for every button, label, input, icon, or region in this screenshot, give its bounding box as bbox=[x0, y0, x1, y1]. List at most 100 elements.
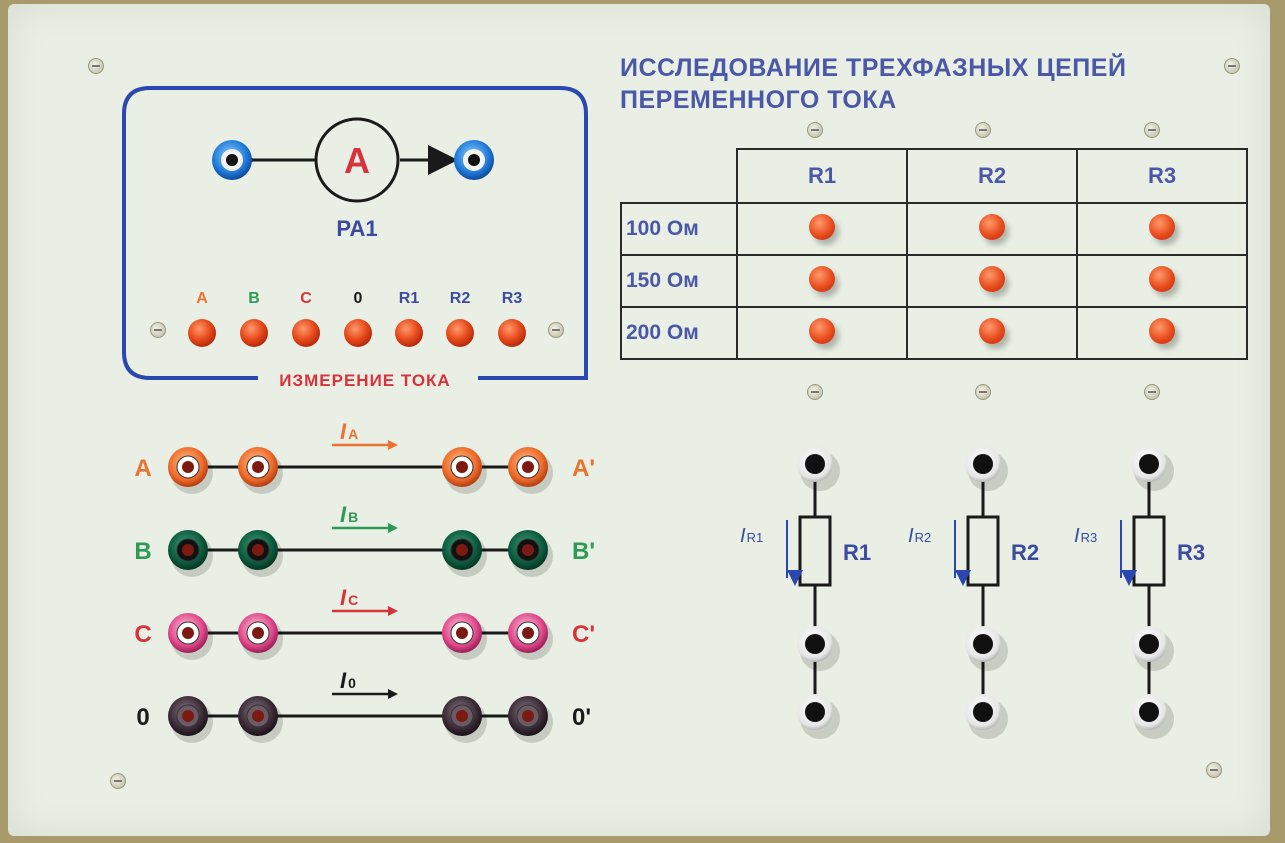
ammeter-letter: A bbox=[344, 140, 370, 181]
load-col-r3: R3 bbox=[1076, 148, 1248, 204]
panel-screw bbox=[548, 322, 564, 338]
current-arrowhead bbox=[388, 689, 398, 699]
load-button-r2-200[interactable] bbox=[979, 317, 1005, 344]
branch-current-label: IR2 bbox=[908, 525, 931, 547]
phase-jack[interactable] bbox=[168, 447, 213, 494]
panel-screw bbox=[1144, 384, 1160, 400]
panel-screw bbox=[150, 322, 166, 338]
phase-jack[interactable] bbox=[508, 447, 553, 494]
phase-right-label: 0' bbox=[572, 704, 591, 731]
current-switch-button[interactable] bbox=[240, 319, 268, 347]
phase-left-label: A bbox=[134, 455, 151, 482]
phase-jack[interactable] bbox=[168, 613, 213, 660]
ammeter-caption: ИЗМЕРЕНИЕ ТОКА bbox=[279, 371, 450, 390]
load-button-r1-100[interactable] bbox=[809, 213, 835, 240]
phase-left-label: C bbox=[134, 621, 151, 648]
resistor-jack[interactable] bbox=[1131, 626, 1174, 671]
phase-jack[interactable] bbox=[168, 530, 213, 577]
panel-screw bbox=[1206, 762, 1222, 778]
load-button-r2-100[interactable] bbox=[979, 213, 1005, 240]
load-button-r3-150[interactable] bbox=[1149, 265, 1175, 292]
current-arrowhead bbox=[388, 606, 398, 616]
ammeter-frame bbox=[122, 86, 588, 380]
load-row: 100 Ом bbox=[620, 202, 1248, 256]
phase-jack[interactable] bbox=[442, 447, 487, 494]
resistor-jack[interactable] bbox=[965, 446, 1008, 491]
load-button-r2-150[interactable] bbox=[979, 265, 1005, 292]
switch-label: C bbox=[300, 290, 312, 307]
switch-label: A bbox=[196, 290, 208, 307]
ammeter-jack-right[interactable] bbox=[454, 140, 494, 180]
branch-current-label: IR3 bbox=[1074, 525, 1097, 547]
resistor-symbol bbox=[1132, 515, 1166, 587]
front-panel bbox=[8, 4, 1270, 836]
phase-jack[interactable] bbox=[168, 696, 213, 743]
load-table: R1 R2 R3 100 Ом 150 Ом 200 Ом bbox=[620, 148, 1248, 360]
resistor-jack[interactable] bbox=[965, 694, 1008, 739]
phase-jack[interactable] bbox=[442, 530, 487, 577]
phase-right-label: B' bbox=[572, 538, 595, 565]
current-switch-button[interactable] bbox=[188, 319, 216, 347]
current-switch-button[interactable] bbox=[498, 319, 526, 347]
phase-jack[interactable] bbox=[238, 613, 283, 660]
current-switch-button[interactable] bbox=[344, 319, 372, 347]
load-col-r1: R1 bbox=[736, 148, 908, 204]
current-switch-button[interactable] bbox=[446, 319, 474, 347]
panel-screw bbox=[88, 58, 104, 74]
resistor-jack[interactable] bbox=[797, 626, 840, 671]
current-switch-button[interactable] bbox=[292, 319, 320, 347]
phase-jack[interactable] bbox=[442, 613, 487, 660]
load-row: 200 Ом bbox=[620, 306, 1248, 360]
load-button-r1-150[interactable] bbox=[809, 265, 835, 292]
panel-screw bbox=[110, 773, 126, 789]
phase-jack[interactable] bbox=[238, 447, 283, 494]
ammeter-name: PA1 bbox=[336, 216, 377, 241]
switch-label: 0 bbox=[354, 290, 363, 307]
load-button-r3-200[interactable] bbox=[1149, 317, 1175, 344]
resistor-jack[interactable] bbox=[1131, 446, 1174, 491]
load-button-r3-100[interactable] bbox=[1149, 213, 1175, 240]
resistor-jack[interactable] bbox=[965, 626, 1008, 671]
current-switch-button[interactable] bbox=[395, 319, 423, 347]
phase-jack[interactable] bbox=[442, 696, 487, 743]
load-col-r2: R2 bbox=[906, 148, 1078, 204]
panel-screw bbox=[807, 122, 823, 138]
title-line-2: ПЕРЕМЕННОГО ТОКА bbox=[620, 86, 897, 114]
load-row-label: 200 Ом bbox=[620, 306, 738, 360]
panel-title: ИССЛЕДОВАНИЕ ТРЕХФАЗНЫХ ЦЕПЕЙ ПЕРЕМЕННОГ… bbox=[620, 52, 1240, 116]
switch-label: R1 bbox=[399, 290, 420, 307]
ammeter-jack-left[interactable] bbox=[212, 140, 252, 180]
phase-jack[interactable] bbox=[508, 613, 553, 660]
panel-screw bbox=[1144, 122, 1160, 138]
title-line-1: ИССЛЕДОВАНИЕ ТРЕХФАЗНЫХ ЦЕПЕЙ bbox=[620, 54, 1127, 82]
phase-jack[interactable] bbox=[508, 696, 553, 743]
load-button-r1-200[interactable] bbox=[809, 317, 835, 344]
branch-current-label: IR1 bbox=[740, 525, 763, 547]
phase-jack[interactable] bbox=[238, 696, 283, 743]
resistor-symbol bbox=[798, 515, 832, 587]
current-arrowhead bbox=[388, 523, 398, 533]
panel-screw bbox=[1224, 58, 1240, 74]
phase-jack[interactable] bbox=[238, 530, 283, 577]
resistor-symbol bbox=[966, 515, 1000, 587]
phase-jack[interactable] bbox=[508, 530, 553, 577]
resistor-jack[interactable] bbox=[797, 694, 840, 739]
panel-screw bbox=[975, 384, 991, 400]
resistor-jack[interactable] bbox=[1131, 694, 1174, 739]
phase-right-label: A' bbox=[572, 455, 595, 482]
load-row-label: 150 Ом bbox=[620, 254, 738, 308]
resistor-jack[interactable] bbox=[797, 446, 840, 491]
panel-screw bbox=[807, 384, 823, 400]
